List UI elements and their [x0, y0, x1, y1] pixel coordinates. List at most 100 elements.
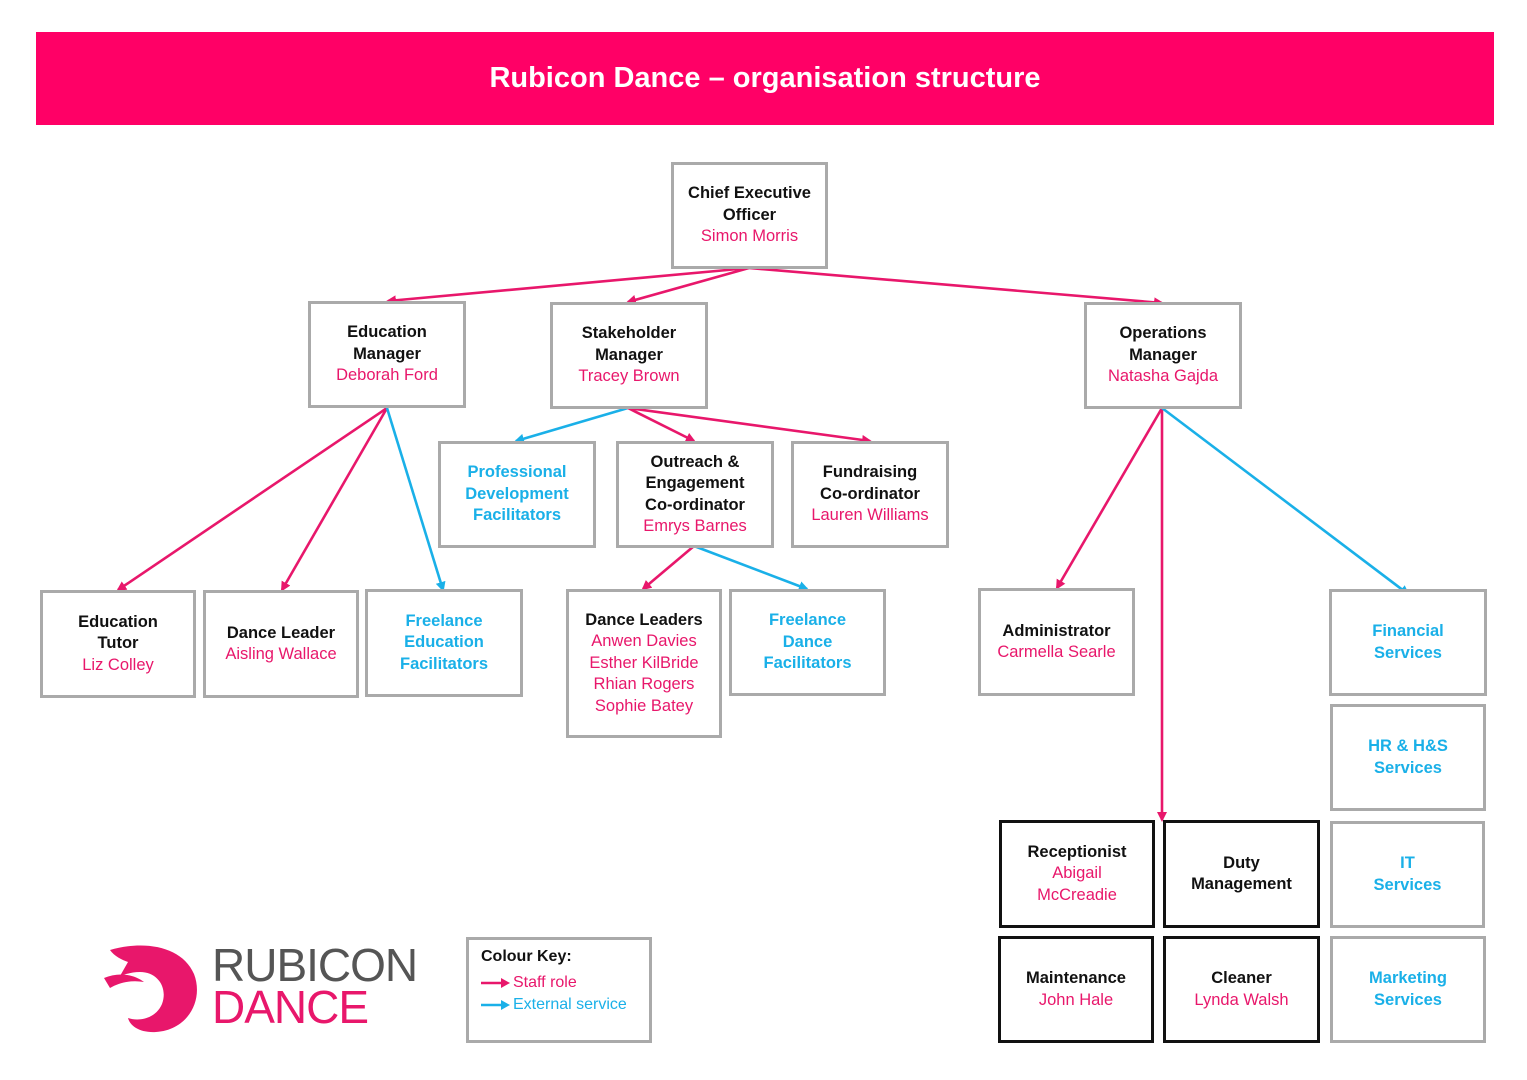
person-name: Tracey Brown	[578, 367, 680, 386]
node-it-services: IT Services	[1330, 821, 1485, 928]
person-name: Rhian Rogers	[593, 675, 695, 694]
role-line: HR & H&S	[1368, 737, 1448, 755]
role-line: Dance Leader	[226, 623, 336, 642]
role-line: Management	[1191, 875, 1292, 893]
person-name: Emrys Barnes	[643, 517, 747, 535]
person-name: McCreadie	[1037, 885, 1117, 904]
role-line: Professional	[467, 463, 567, 482]
role-line: Outreach &	[650, 452, 740, 471]
role-line: Cleaner	[1211, 969, 1272, 987]
role-line: Administrator	[1002, 621, 1111, 640]
role-line: Facilitators	[472, 506, 562, 525]
role-line: Dance Leaders	[585, 610, 703, 629]
rubicon-logo-mark	[104, 945, 197, 1033]
role-line: Maintenance	[1026, 969, 1126, 987]
external-arrow-icon	[481, 1000, 510, 1010]
role-line: Services	[1374, 643, 1442, 662]
rubicon-logo-text: RUBICON DANCE	[212, 942, 418, 1033]
person-name: Simon Morris	[700, 227, 799, 246]
person-name: Aisling Wallace	[225, 645, 337, 663]
logo-line-1: RUBICON	[212, 939, 418, 991]
colour-key: Colour Key: Staff role External service	[466, 937, 652, 1043]
role-line: Services	[1374, 990, 1442, 1009]
link-outreach_coordinator-to-dance_leaders	[641, 545, 695, 591]
link-outreach_coordinator-to-freelance_dance	[693, 544, 809, 591]
key-staff-row: Staff role	[481, 972, 649, 994]
person-name: Deborah Ford	[336, 366, 438, 385]
link-ceo-to-education_manager	[386, 266, 750, 306]
page-title: Rubicon Dance – organisation structure	[36, 32, 1494, 125]
link-education_manager-to-freelance_education	[385, 407, 446, 592]
role-line: Co-ordinator	[645, 495, 745, 514]
role-line: Chief Executive	[688, 184, 811, 203]
person-name: Lynda Walsh	[1194, 990, 1289, 1009]
person-name: Lauren Williams	[811, 506, 929, 525]
link-ceo-to-stakeholder_manager	[626, 266, 750, 305]
staff-arrow-icon	[481, 978, 510, 988]
role-line: Facilitators	[399, 654, 489, 673]
role-line: Co-ordinator	[820, 484, 920, 503]
person-name: Carmella Searle	[997, 643, 1116, 661]
person-name: Liz Colley	[82, 655, 154, 674]
person-name: Natasha Gajda	[1107, 367, 1219, 386]
link-education_manager-to-education_tutor	[116, 406, 388, 592]
key-external-row: External service	[481, 994, 649, 1016]
role-line: Officer	[722, 205, 777, 224]
role-line: Education	[78, 612, 158, 631]
role-line: Tutor	[97, 634, 139, 653]
role-line: Dance	[782, 632, 833, 651]
role-line: Services	[1373, 875, 1442, 894]
key-staff-label: Staff role	[513, 974, 577, 991]
link-stakeholder_manager-to-fundraising_coordinator	[627, 406, 872, 445]
link-ceo-to-operations_manager	[748, 266, 1164, 308]
role-line: Marketing	[1369, 969, 1447, 987]
key-external-label: External service	[513, 996, 627, 1013]
link-stakeholder_manager-to-professional_development	[514, 406, 629, 444]
role-line: Manager	[353, 344, 421, 363]
role-line: Fundraising	[822, 463, 918, 482]
colour-key-title: Colour Key:	[481, 948, 572, 965]
role-line: Engagement	[645, 474, 745, 492]
link-education_manager-to-dance_leader	[280, 407, 389, 592]
role-line: Education	[347, 323, 427, 342]
role-line: Education	[404, 633, 484, 652]
person-name: John Hale	[1038, 990, 1114, 1009]
link-stakeholder_manager-to-outreach_coordinator	[627, 406, 696, 443]
role-line: Manager	[595, 345, 663, 364]
role-line: IT	[1400, 854, 1415, 872]
person-name: Anwen Davies	[591, 632, 697, 651]
role-line: Operations	[1119, 324, 1207, 343]
role-line: Receptionist	[1027, 842, 1127, 861]
role-line: Freelance	[405, 611, 483, 630]
person-name: Sophie Batey	[594, 696, 694, 715]
role-line: Stakeholder	[581, 324, 677, 343]
link-operations_manager-to-administrator	[1055, 407, 1164, 590]
role-line: Facilitators	[763, 654, 852, 673]
role-line: Manager	[1129, 345, 1197, 364]
person-name: Abigail	[1052, 864, 1102, 883]
person-name: Esther KilBride	[589, 653, 699, 672]
logo-line-2: DANCE	[212, 981, 369, 1033]
role-line: Duty	[1223, 853, 1260, 872]
role-line: Freelance	[768, 611, 847, 630]
role-line: Financial	[1372, 622, 1444, 640]
